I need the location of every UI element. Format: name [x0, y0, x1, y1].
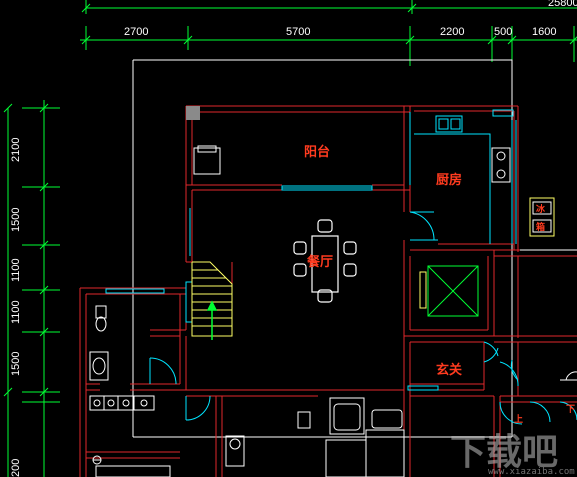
dimension-left-1500b: 1500 [10, 352, 22, 376]
fridge-label-2: 箱 [536, 221, 545, 233]
dimension-lines [3, 0, 577, 477]
right-edge-fixtures [520, 249, 577, 381]
dimension-2700: 2700 [124, 26, 148, 38]
kitchen-counter [414, 133, 491, 244]
dining-table [293, 219, 357, 303]
balcony-chair [193, 145, 221, 175]
dimension-500: 500 [494, 26, 512, 38]
fridge-label-1: 冰 [536, 203, 546, 215]
watermark-url: www.xiazaiba.com [488, 467, 575, 477]
balcony-column [186, 106, 200, 120]
washbasin-icon [89, 351, 109, 381]
watermark-logo: 下载吧 [450, 432, 558, 473]
elevator [419, 265, 479, 317]
bathroom-small-fixture [92, 455, 102, 465]
dimension-2200: 2200 [440, 26, 464, 38]
partial-label-down: 下 [566, 404, 575, 415]
toilet-icon [95, 305, 107, 332]
bathroom-fixture-strip [89, 395, 155, 411]
top-partial-dimension: 25800 [548, 0, 577, 9]
stairs [191, 261, 233, 337]
dimension-left-2100: 2100 [10, 138, 22, 162]
dimension-left-200: 200 [10, 459, 22, 477]
room-label-balcony: 阳台 [304, 144, 330, 160]
dimension-5700: 5700 [286, 26, 310, 38]
kitchen-stove [491, 147, 511, 183]
dimension-left-1100a: 1100 [10, 258, 22, 282]
room-label-kitchen: 厨房 [436, 172, 462, 188]
stair-arrow [206, 300, 218, 340]
fridge-icon: 冰 箱 [529, 197, 555, 237]
walls [79, 105, 577, 477]
dimension-left-1100b: 1100 [10, 300, 22, 324]
partial-label-up: 上 [514, 413, 523, 425]
watermark: 下载吧 www.xiazaiba.com [450, 432, 575, 477]
room-label-dining: 餐厅 [306, 254, 333, 270]
room-label-entry: 玄关 [436, 362, 462, 378]
dimension-left-1500: 1500 [10, 208, 22, 232]
lower-furniture [95, 397, 405, 477]
windows [105, 109, 517, 391]
doors [149, 211, 577, 425]
dimension-1600: 1600 [532, 26, 556, 38]
kitchen-sink [435, 115, 463, 133]
